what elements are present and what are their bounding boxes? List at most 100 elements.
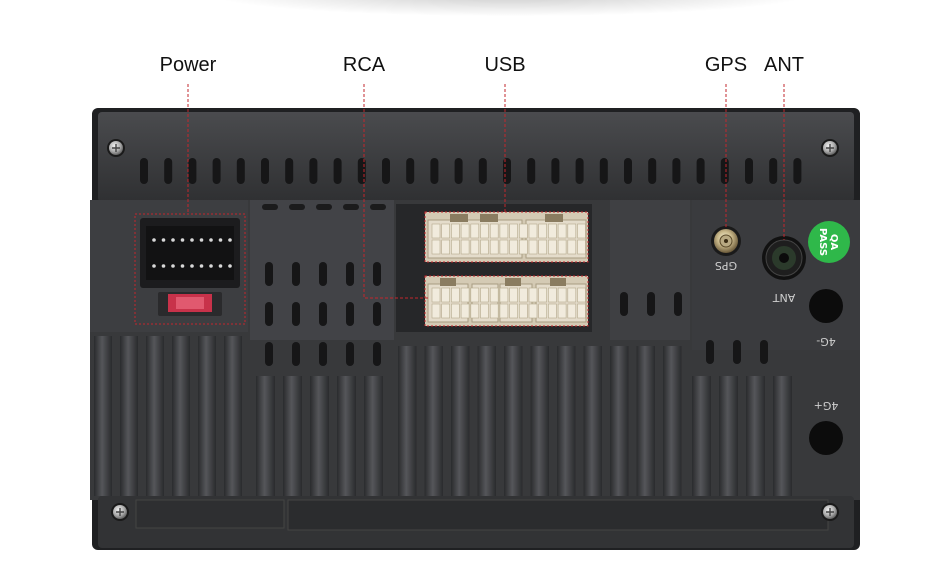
power-pin xyxy=(199,238,204,242)
power-pin xyxy=(209,238,213,242)
top-shadow xyxy=(210,0,810,16)
usb-connector[interactable] xyxy=(424,211,589,263)
connector-cell xyxy=(480,303,489,319)
top-vent-slots xyxy=(140,158,802,184)
heatsink-fin xyxy=(256,376,275,496)
4g-minus-port[interactable] xyxy=(809,289,843,323)
connector-cell xyxy=(567,287,577,303)
connector-cell xyxy=(441,223,451,239)
connector-cell xyxy=(567,239,577,255)
vent-slot xyxy=(373,342,381,366)
heatsink-fin xyxy=(398,346,417,496)
connector-cell xyxy=(567,223,577,239)
top-vent-slot xyxy=(503,158,511,184)
connector-cell xyxy=(499,287,509,303)
connector-cell xyxy=(451,287,460,303)
screw-top-left xyxy=(107,139,125,157)
connector-cell xyxy=(577,223,586,239)
connector-cell xyxy=(557,223,567,239)
power-pin xyxy=(161,238,166,242)
connector-cell xyxy=(431,303,441,319)
heatsink-fin xyxy=(636,346,655,496)
heatsink-fin xyxy=(337,376,356,496)
heatsink-fin xyxy=(146,336,164,496)
top-vent-slot xyxy=(551,158,560,184)
power-pin xyxy=(209,264,213,268)
vent-slot xyxy=(292,262,300,286)
power-pin xyxy=(199,264,204,268)
side-vent-slots xyxy=(262,204,768,366)
connector-cell xyxy=(548,223,557,239)
connector-cell xyxy=(499,223,509,239)
connector-cell xyxy=(460,303,470,319)
vent-slot xyxy=(319,262,327,286)
top-vent-slot xyxy=(430,158,439,184)
power-connector-pins xyxy=(152,238,232,268)
heatsink-fin xyxy=(364,376,383,496)
connector-cell xyxy=(489,223,499,239)
connector-cell xyxy=(489,303,499,319)
connector-cell xyxy=(451,239,460,255)
qa-line1: QA xyxy=(828,234,839,251)
vent-notch xyxy=(316,204,332,210)
vent-slot xyxy=(265,342,273,366)
connector-cell xyxy=(489,239,499,255)
top-vent-slot xyxy=(769,158,778,184)
connector-cell xyxy=(567,303,577,319)
top-vent-slot xyxy=(236,158,245,184)
vent-slot xyxy=(346,342,354,366)
top-vent-slot xyxy=(793,158,802,184)
power-pin xyxy=(218,264,223,268)
connector-cell xyxy=(460,239,470,255)
power-module xyxy=(90,200,248,332)
heatsink-fin xyxy=(424,346,443,496)
vent-slot xyxy=(373,262,381,286)
connector-cell xyxy=(528,303,538,319)
vent-slot xyxy=(620,292,628,316)
top-vent-slot xyxy=(454,158,463,184)
connector-cell xyxy=(509,223,518,239)
vent-slot xyxy=(760,340,768,364)
connector-cell xyxy=(518,287,528,303)
connector-cell xyxy=(441,287,451,303)
vent-slot xyxy=(346,262,354,286)
vent-slot xyxy=(647,292,655,316)
gps-label: GPS xyxy=(704,54,748,76)
power-pin xyxy=(228,238,232,242)
vent-slot xyxy=(373,302,381,326)
rca-connector[interactable] xyxy=(424,275,589,327)
vent-notch xyxy=(262,204,278,210)
top-vent-slot xyxy=(745,158,753,184)
power-pin xyxy=(152,264,156,268)
top-vent-slot xyxy=(720,158,729,184)
connector-cell xyxy=(470,303,480,319)
ant-socket[interactable] xyxy=(762,236,806,280)
4g-plus-port[interactable] xyxy=(809,421,843,455)
connector-cell xyxy=(451,223,460,239)
vent-slot xyxy=(346,302,354,326)
qa-pass-sticker: QA PASS xyxy=(808,221,850,263)
gps-socket[interactable] xyxy=(711,226,741,256)
rca-leader-line xyxy=(363,84,428,299)
power-pin xyxy=(228,264,232,268)
heatsink-fin xyxy=(310,376,329,496)
connector-cell xyxy=(548,287,557,303)
connector-cell xyxy=(480,223,489,239)
usb-label: USB xyxy=(484,54,526,76)
gps-panel-mark: GPS xyxy=(715,259,737,272)
connector-cell xyxy=(499,239,509,255)
connector-cell xyxy=(431,239,441,255)
top-vent-slot xyxy=(624,158,632,184)
connector-cell xyxy=(480,287,489,303)
heatsink-fin xyxy=(773,376,792,496)
top-vent-slot xyxy=(672,158,681,184)
heatsink-fin xyxy=(94,336,112,496)
vent-slot xyxy=(265,262,273,286)
top-vent-slot xyxy=(333,158,342,184)
power-pin xyxy=(171,238,175,242)
top-vent-slot xyxy=(599,158,608,184)
power-pin xyxy=(171,264,175,268)
heatsink-fin xyxy=(692,376,711,496)
power-pin xyxy=(190,238,194,242)
